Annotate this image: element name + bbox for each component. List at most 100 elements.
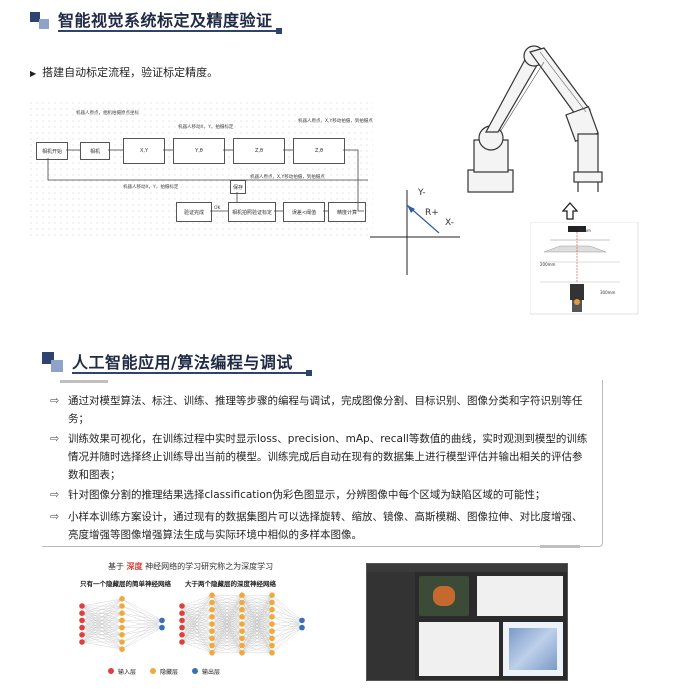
deep-nn-hidden-node — [209, 642, 215, 649]
flow-note-5: 机器人原点，X,Y移动拍摄，到拍摄点 — [250, 175, 325, 180]
deep-nn-edge — [181, 616, 213, 643]
simple-nn-input-node — [79, 632, 85, 638]
deep-nn-edge — [241, 595, 273, 603]
simple-nn-edge — [81, 598, 123, 614]
section2-title: 人工智能应用/算法编程与调试 — [72, 353, 293, 372]
deep-nn-edge — [181, 623, 213, 643]
deep-nn-hidden-node — [209, 621, 215, 627]
flow-note-1: 机器人原点，相机拍摄原点坐标 — [76, 111, 139, 116]
up-arrow-icon — [562, 202, 578, 220]
flow-box-ztheta-1: Z,θ — [233, 138, 285, 164]
simple-nn-hidden-node — [119, 596, 125, 602]
axis-label-x: X- — [445, 218, 454, 228]
flow-box-precision: 精度计算 — [328, 202, 366, 222]
deep-nn-edge — [181, 602, 213, 643]
flow-box-xy: X,Y — [123, 138, 165, 164]
deep-nn-edge — [271, 620, 303, 632]
deep-nn-edge — [241, 595, 273, 617]
deep-nn-hidden-node — [269, 592, 275, 598]
flow-box-start: 相机开始 — [36, 142, 68, 160]
deep-nn-edge — [181, 609, 213, 643]
deep-nn-input-node — [179, 603, 185, 609]
flow-box-threshold: 误差<阈值 — [283, 202, 325, 222]
deep-nn-edge — [211, 631, 243, 653]
deep-nn-edge — [211, 645, 243, 653]
deep-nn-hidden-node — [239, 642, 245, 649]
section2-square-light — [51, 360, 63, 372]
app-left-panel — [367, 572, 415, 680]
legend-output-dot — [192, 668, 199, 674]
section2-item-3: ⇨ 针对图像分割的推理结果选择classification伪彩色图显示，分辨图像… — [50, 486, 588, 504]
simple-nn-input-node — [79, 639, 85, 645]
deep-nn-hidden-node — [269, 621, 275, 627]
deep-nn-edge — [181, 595, 213, 621]
deep-nn-edge — [241, 616, 273, 653]
deep-nn-hidden-node — [239, 635, 245, 642]
calib-label-3: 300mm — [600, 290, 616, 295]
simple-nn-edge — [121, 620, 163, 628]
deep-nn-hidden-node — [209, 628, 215, 634]
flow-box-done: 验证完成 — [176, 202, 212, 222]
section2-underline-end — [306, 370, 312, 376]
neural-network-diagram — [79, 592, 305, 656]
coordinate-axes — [370, 190, 460, 275]
deep-nn-edge — [181, 595, 213, 614]
deep-nn-hidden-node — [239, 599, 245, 606]
deep-nn-hidden-node — [269, 642, 275, 649]
section2-item-2-text: 训练效果可视化，在训练过程中实时显示loss、precision、mAp、rec… — [68, 433, 588, 481]
nn-caption: 基于 深度 神经网络的学习研究称之为深度学习 — [108, 561, 273, 572]
legend-output: 输出层 — [192, 667, 220, 676]
deep-nn-edge — [181, 638, 213, 643]
legend-output-label: 输出层 — [202, 669, 221, 676]
app-toolbar — [367, 564, 567, 572]
deep-nn-hidden-node — [209, 614, 215, 620]
deep-nn-edge — [211, 595, 243, 603]
deep-nn-hidden-node — [209, 635, 215, 642]
deep-nn-hidden-node — [269, 614, 275, 620]
deep-nn-edge — [271, 609, 303, 621]
deep-nn-input-node — [179, 624, 185, 631]
simple-nn-hidden-node — [119, 610, 125, 616]
deep-nn-hidden-node — [269, 628, 275, 634]
deep-nn-hidden-node — [239, 650, 245, 656]
simple-nn-input-node — [79, 617, 85, 624]
deep-nn-edge — [181, 595, 213, 607]
robot-arm-illustration — [467, 45, 603, 193]
flow-box-save: 保存 — [230, 180, 246, 194]
box-top-accent — [60, 380, 108, 383]
deep-nn-edge — [241, 595, 273, 610]
training-software-screenshot — [366, 563, 568, 681]
deep-nn-input-node — [179, 610, 185, 616]
deep-nn-edge — [241, 645, 273, 653]
deep-nn-hidden-node — [239, 621, 245, 627]
nn-right-title: 大于两个隐藏层的深度神经网络 — [185, 580, 276, 588]
simple-nn-edge — [81, 605, 123, 643]
deep-nn-hidden-node — [239, 606, 245, 613]
deep-nn-hidden-node — [269, 599, 275, 606]
section1-underline — [58, 30, 280, 32]
section1-bullet-text: 搭建自动标定流程，验证标定精度。 — [42, 66, 219, 79]
simple-nn-edge — [81, 613, 123, 643]
segmentation-blob — [433, 586, 455, 606]
flowchart-canvas: 相机开始 相机 X,Y Y,θ Z,θ Z,θ 保存 验证完成 相机拍照验证标定… — [28, 100, 373, 240]
deep-nn-hidden-node — [209, 599, 215, 606]
simple-nn-hidden-node — [119, 624, 125, 631]
legend-input-dot — [108, 668, 114, 674]
simple-nn-edge — [81, 598, 123, 621]
simple-nn-hidden-node — [119, 639, 125, 645]
flow-note-ok: OK — [214, 206, 221, 211]
deep-nn-edge — [241, 638, 273, 653]
deep-nn-input-node — [179, 639, 185, 645]
deep-nn-edge — [211, 602, 243, 653]
simple-nn-hidden-node — [119, 632, 125, 638]
section2-content-box — [42, 380, 603, 547]
simple-nn-edge — [121, 620, 163, 643]
title-square-light — [39, 19, 49, 29]
flow-box-verify: 相机拍照验证标定 — [228, 202, 276, 222]
box-corner-accent — [540, 545, 580, 548]
deep-nn-hidden-node — [209, 592, 215, 598]
simple-nn-edge — [81, 634, 123, 643]
deep-nn-hidden-node — [269, 635, 275, 642]
nn-caption-highlight: 深度 — [126, 562, 143, 571]
nn-left-title: 只有一个隐藏层的简单神经网络 — [80, 580, 171, 588]
